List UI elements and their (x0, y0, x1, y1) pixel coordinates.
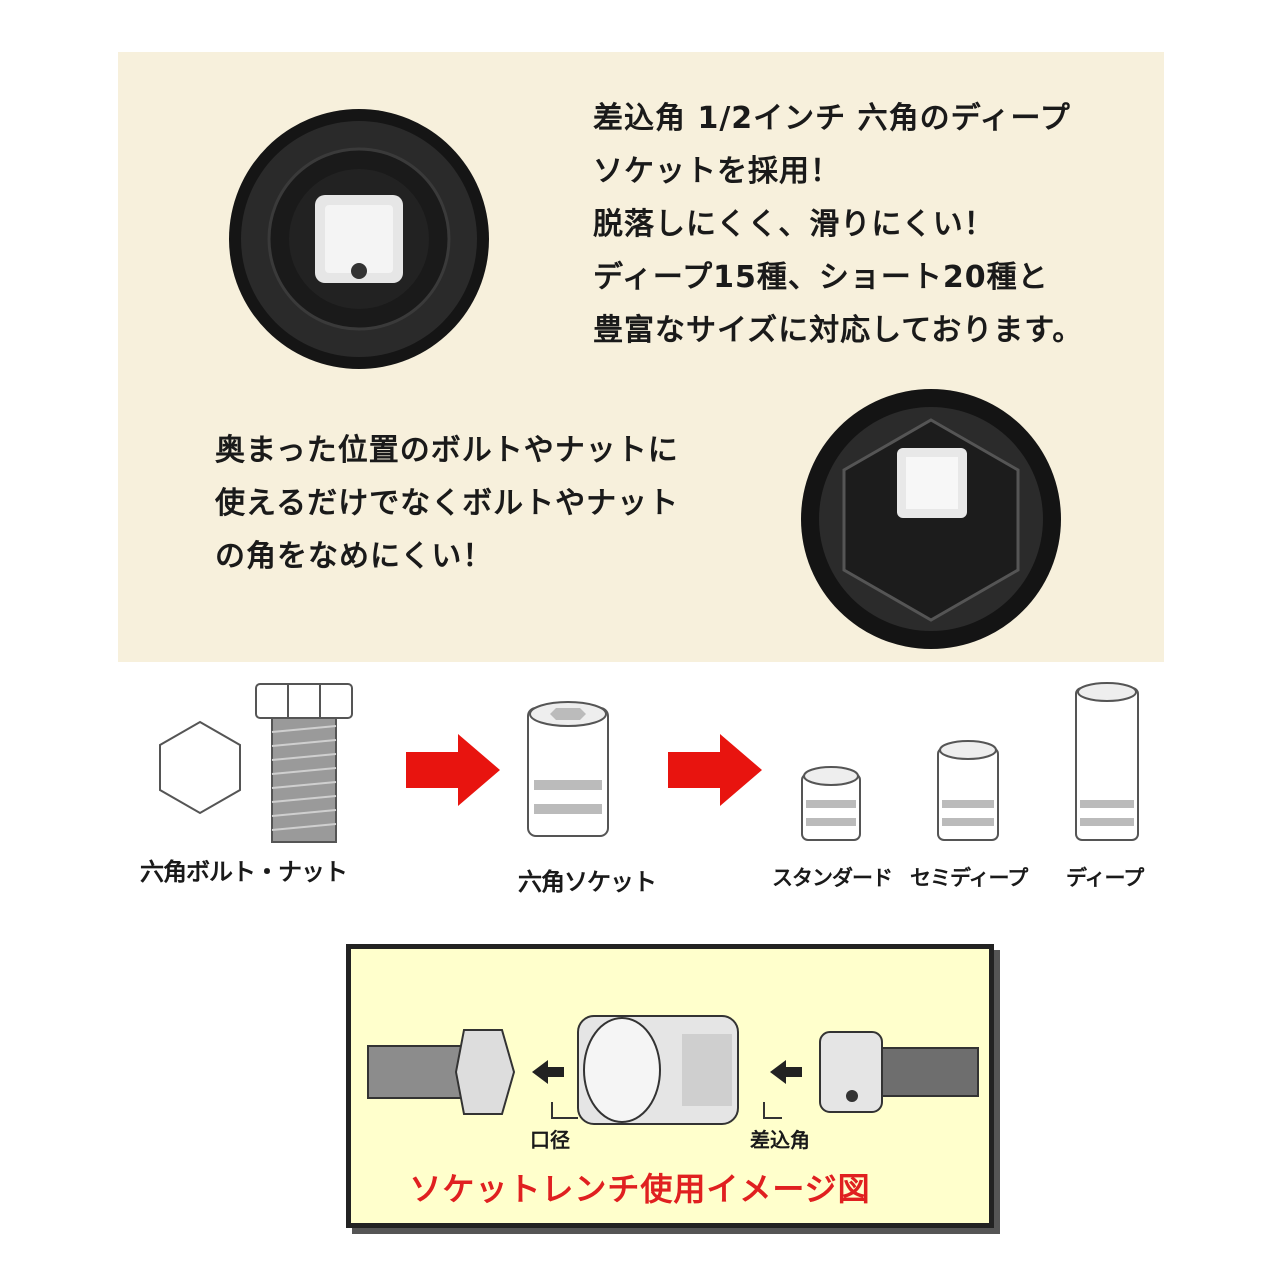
socket-types-diagram (159, 682, 1139, 843)
label-hex-socket: 六角ソケット (518, 868, 657, 896)
top-text-line: 差込角 1/2インチ 六角のディープ (593, 101, 1071, 136)
arrow-left-icon (770, 1060, 802, 1084)
semi-deep-socket-icon (937, 740, 999, 841)
top-text-line: ソケットを採用！ (593, 154, 841, 189)
top-text-line: 豊富なサイズに対応しております。 (593, 313, 1084, 348)
mid-feature-text: 奥まった位置のボルトやナットに 使えるだけでなくボルトやナット の角をなめにくい… (215, 424, 679, 583)
arrow-right-icon (668, 734, 762, 806)
socket-drive-end-photo (229, 109, 489, 369)
arrow-left-icon (532, 1060, 564, 1084)
socket-hex-end-photo (801, 389, 1061, 649)
standard-socket-icon (801, 766, 861, 841)
top-text-line: ディープ15種、ショート20種と (593, 260, 1049, 295)
socket-wrench-usage-illustration (367, 1015, 979, 1125)
arrow-right-icon (406, 734, 500, 806)
top-text-line: 脱落しにくく、滑りにくい！ (593, 207, 995, 242)
hex-socket-icon (527, 701, 609, 837)
mid-text-line: の角をなめにくい！ (215, 539, 494, 574)
top-feature-text: 差込角 1/2インチ 六角のディープ ソケットを採用！ 脱落しにくく、滑りにくい… (593, 92, 1083, 357)
label-drive-size: 差込角 (750, 1128, 810, 1152)
hex-bolt-icon (255, 683, 353, 843)
hex-nut-icon (159, 720, 241, 815)
mid-text-line: 使えるだけでなくボルトやナット (215, 486, 680, 521)
label-opening: 口径 (530, 1128, 570, 1152)
label-bolt-nut: 六角ボルト・ナット (140, 858, 348, 886)
mid-text-line: 奥まった位置のボルトやナットに (215, 433, 679, 468)
label-standard: スタンダード (772, 866, 893, 890)
usage-caption: ソケットレンチ使用イメージ図 (409, 1170, 871, 1208)
label-deep: ディープ (1066, 866, 1144, 890)
deep-socket-icon (1075, 682, 1139, 841)
label-semi-deep: セミディープ (910, 866, 1028, 890)
